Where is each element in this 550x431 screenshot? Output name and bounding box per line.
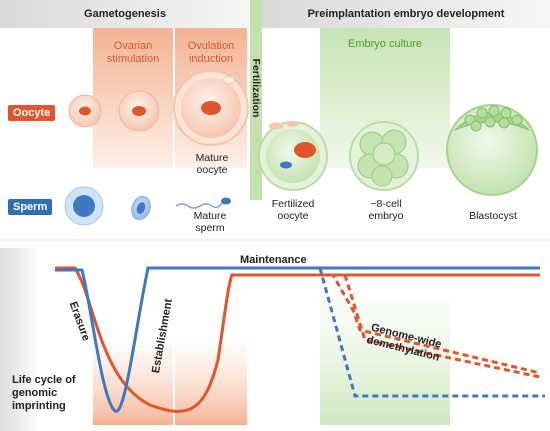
preimplantation-header-bar xyxy=(262,0,550,28)
maintenance-label: Maintenance xyxy=(240,254,307,266)
ovulation-induction-label: Ovulation induction xyxy=(187,40,235,65)
imprinting-curves xyxy=(55,266,545,413)
mature-sperm-caption: Mature sperm xyxy=(193,210,227,234)
sperm-methylation-curve xyxy=(55,266,540,413)
eight-cell-embryo-caption: ~8-cell embryo xyxy=(368,198,404,222)
imprinting-axis-label: Life cycle of genomic imprinting xyxy=(12,374,76,412)
blastocyst-caption: Blastocyst xyxy=(469,210,517,222)
sperm-demethylation-curve xyxy=(318,267,545,398)
mature-oocyte-caption: Mature oocyte xyxy=(195,152,229,176)
gametogenesis-header: Gametogenesis xyxy=(84,8,166,20)
fertilized-oocyte-caption: Fertilized oocyte xyxy=(271,198,315,222)
fertilization-label: Fertilization xyxy=(250,58,262,118)
ovarian-stimulation-label: Ovarian stimulation xyxy=(106,40,160,65)
oocyte-tag: Oocyte xyxy=(8,105,56,121)
gametogenesis-header-bar xyxy=(0,0,250,28)
sperm-tag: Sperm xyxy=(8,199,53,215)
oocyte-demethylation-curve xyxy=(320,273,541,375)
embryo-culture-label: Embryo culture xyxy=(348,38,422,50)
oocyte-methylation-curve xyxy=(55,266,540,413)
preimplantation-header: Preimplantation embryo development xyxy=(307,8,505,20)
